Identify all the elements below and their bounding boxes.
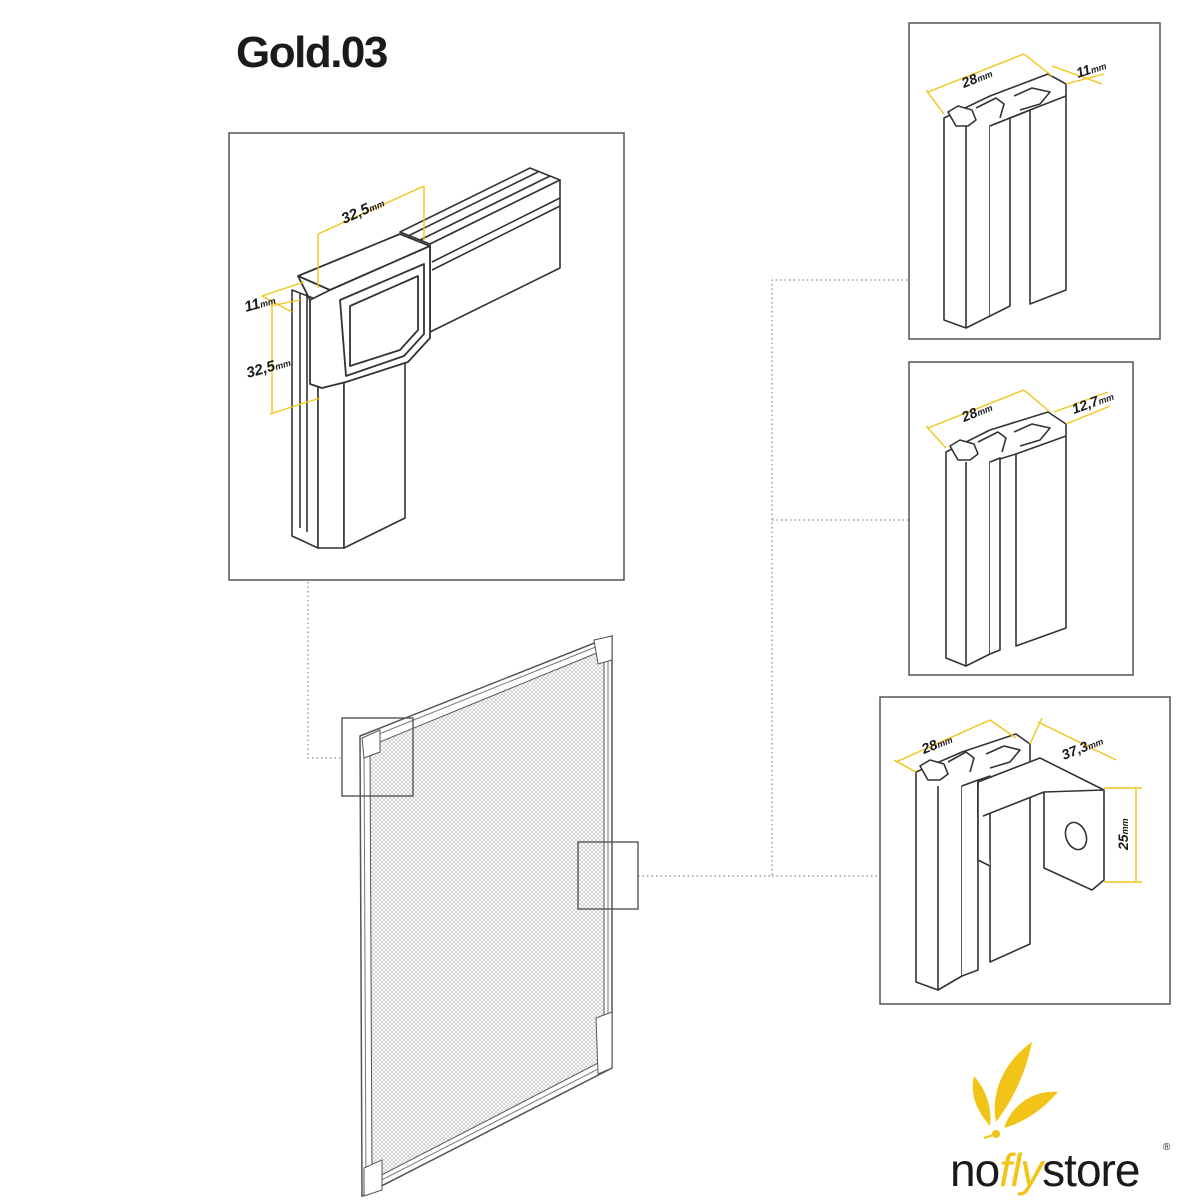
insect-screen-frame	[341, 634, 639, 1198]
logo-wordmark: noflystore	[950, 1144, 1139, 1196]
registered-mark: ®	[1163, 1142, 1171, 1153]
nofly-store-logo: noflystore ®	[950, 1042, 1171, 1196]
profile-callout-box	[577, 841, 639, 910]
profile-panel-3: 28mm 37,3mm 25mm	[879, 696, 1171, 1005]
page-title: Gold.03	[236, 28, 388, 77]
corner-detail-panel: 32,5mm 11mm 32,5mm	[228, 132, 625, 581]
profile-3-dim-depth: 28mm	[918, 730, 954, 757]
profile-3-dim-bracket-height: 25mm	[1115, 818, 1131, 851]
corner-callout-box	[341, 717, 414, 797]
profile-1-dim-width: 11mm	[1074, 56, 1108, 81]
profile-panel-1: 28mm 11mm	[908, 22, 1161, 340]
profile-panel-2: 28mm 12,7mm	[908, 361, 1134, 676]
dim-label-thickness: 11mm	[242, 291, 277, 316]
leader-lines	[307, 279, 908, 877]
